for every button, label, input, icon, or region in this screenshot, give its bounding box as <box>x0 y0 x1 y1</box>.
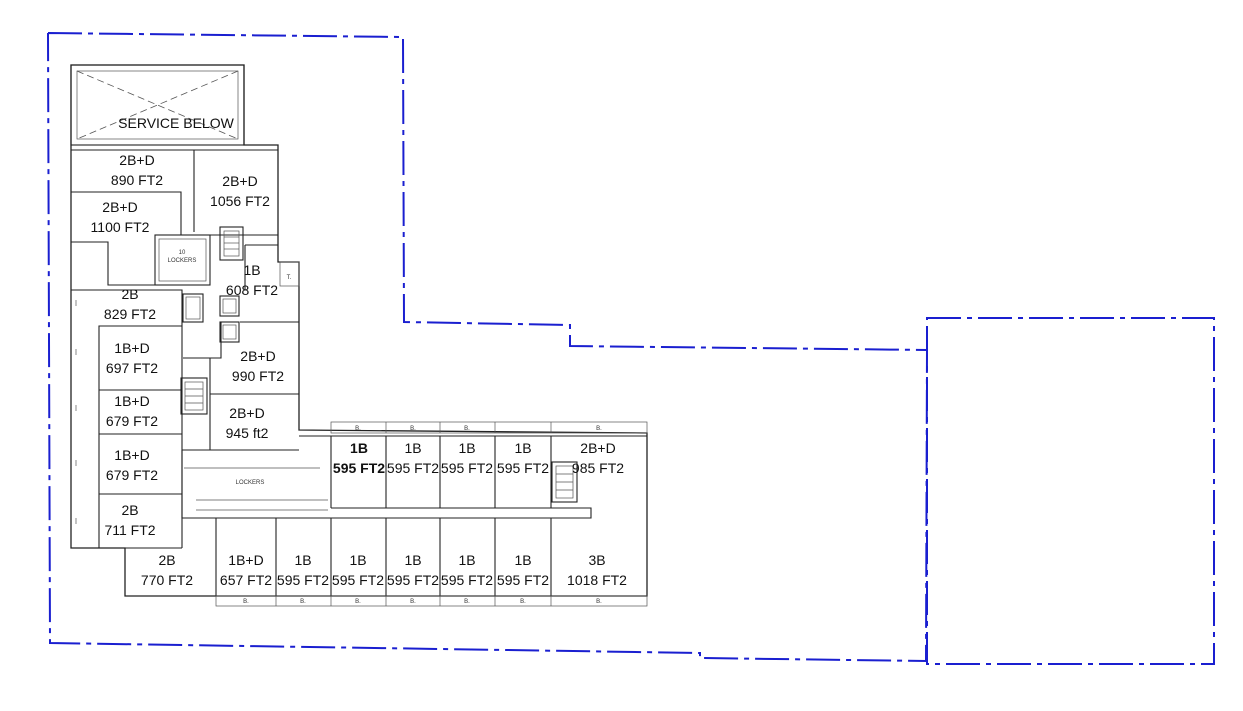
unit-type-u2: 2B+D <box>222 173 257 189</box>
locker-count: 10 <box>179 250 186 256</box>
unit-type-u21: 1B <box>404 440 421 456</box>
unit-area-u13: 657 FT2 <box>220 572 272 588</box>
unit-area-u10: 679 FT2 <box>106 467 158 483</box>
unit-area-u4: 608 FT2 <box>226 282 278 298</box>
unit-type-u3: 2B+D <box>102 199 137 215</box>
unit-type-u19: 3B <box>588 552 605 568</box>
balcony-labels: B. B. B. B. B. B. B. B. B. B. B. <box>243 426 602 605</box>
unit-area-u12: 770 FT2 <box>141 572 193 588</box>
service-below-label: SERVICE BELOW <box>118 115 234 131</box>
unit-type-u13: 1B+D <box>228 552 263 568</box>
balcony-label-north: B. <box>596 426 602 432</box>
locker-label-south: LOCKERS <box>236 480 265 486</box>
balcony-label-south: B. <box>300 599 306 605</box>
unit-type-u7: 2B+D <box>240 348 275 364</box>
unit-area-u5: 829 FT2 <box>104 306 156 322</box>
locker-rows <box>184 467 328 511</box>
balcony-label-south: B. <box>243 599 249 605</box>
unit-area-u24: 985 FT2 <box>572 460 624 476</box>
elevator-core <box>182 293 240 343</box>
service-area <box>70 64 245 146</box>
unit-type-u5: 2B <box>121 286 138 302</box>
balcony-strip-north <box>330 421 648 434</box>
unit-type-u17: 1B <box>458 552 475 568</box>
unit-area-u22: 595 FT2 <box>441 460 493 476</box>
unit-area-u3: 1100 FT2 <box>91 219 150 235</box>
unit-labels: 2B+D 890 FT2 2B+D 1056 FT2 2B+D 1100 FT2 1B 608… <box>91 152 628 588</box>
unit-type-u16: 1B <box>404 552 421 568</box>
unit-type-u24: 2B+D <box>580 440 615 456</box>
balcony-label-north: B. <box>464 426 470 432</box>
unit-area-u19: 1018 FT2 <box>567 572 627 588</box>
unit-area-u6: 697 FT2 <box>106 360 158 376</box>
unit-area-u1: 890 FT2 <box>111 172 163 188</box>
balcony-label-south: B. <box>596 599 602 605</box>
unit-area-u8: 679 FT2 <box>106 413 158 429</box>
unit-area-u9: 945 ft2 <box>226 425 269 441</box>
unit-type-u23: 1B <box>514 440 531 456</box>
stair-north <box>219 226 244 261</box>
unit-area-u18: 595 FT2 <box>497 572 549 588</box>
unit-area-u20: 595 FT2 <box>333 460 385 476</box>
stair-west <box>180 377 208 415</box>
unit-type-u20: 1B <box>350 440 368 456</box>
unit-area-u21: 595 FT2 <box>387 460 439 476</box>
locker-room <box>154 234 211 286</box>
locker-label-north: LOCKERS <box>168 258 197 264</box>
annex-box <box>279 261 300 287</box>
balcony-strip-south <box>215 595 648 607</box>
annex-label: T. <box>287 275 292 281</box>
unit-type-u4: 1B <box>243 262 260 278</box>
unit-area-u23: 595 FT2 <box>497 460 549 476</box>
stair-east <box>551 461 578 503</box>
unit-area-u14: 595 FT2 <box>277 572 329 588</box>
balcony-label-north: B. <box>355 426 361 432</box>
unit-area-u2: 1056 FT2 <box>210 193 270 209</box>
unit-type-u10: 1B+D <box>114 447 149 463</box>
balcony-label-north: B. <box>410 426 416 432</box>
property-line-east <box>926 317 1215 665</box>
balcony-label-south: B. <box>464 599 470 605</box>
unit-type-u11: 2B <box>121 502 138 518</box>
unit-type-u6: 1B+D <box>114 340 149 356</box>
unit-type-u22: 1B <box>458 440 475 456</box>
unit-type-u18: 1B <box>514 552 531 568</box>
unit-area-u11: 711 FT2 <box>104 522 155 538</box>
unit-type-u1: 2B+D <box>119 152 154 168</box>
unit-type-u14: 1B <box>294 552 311 568</box>
balcony-label-south: B. <box>520 599 526 605</box>
unit-type-u9: 2B+D <box>229 405 264 421</box>
unit-type-u8: 1B+D <box>114 393 149 409</box>
unit-area-u17: 595 FT2 <box>441 572 493 588</box>
balcony-label-south: B. <box>410 599 416 605</box>
unit-area-u15: 595 FT2 <box>332 572 384 588</box>
unit-type-u12: 2B <box>158 552 175 568</box>
unit-type-u15: 1B <box>349 552 366 568</box>
unit-area-u16: 595 FT2 <box>387 572 439 588</box>
unit-area-u7: 990 FT2 <box>232 368 284 384</box>
balcony-label-south: B. <box>355 599 361 605</box>
